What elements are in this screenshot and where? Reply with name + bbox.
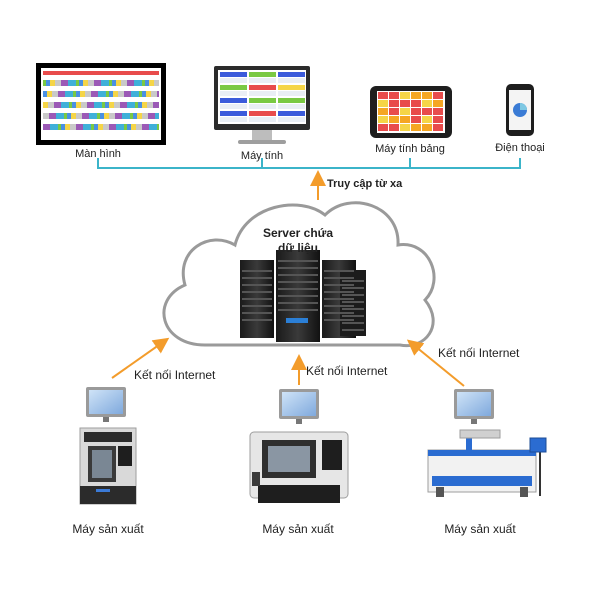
connection-label-center: Kết nối Internet xyxy=(306,364,388,378)
device-bus-line xyxy=(97,158,521,169)
device-label-display: Màn hình xyxy=(75,148,121,160)
cnc-machine-icon xyxy=(79,427,137,505)
terminal-monitor-icon xyxy=(454,389,494,424)
laser-cutter-icon xyxy=(427,429,547,497)
connection-label-right: Kết nối Internet xyxy=(438,346,520,360)
machine-label-left: Máy sản xuất xyxy=(72,522,144,536)
connection-arrow-right xyxy=(406,339,465,387)
server-label: Server chứa dữ liệu xyxy=(238,226,358,256)
device-label-tablet: Máy tính bảng xyxy=(375,143,445,155)
server-label-line2: dữ liệu xyxy=(277,241,319,255)
tablet-icon xyxy=(370,86,452,138)
connection-label-left: Kết nối Internet xyxy=(134,368,216,382)
phone-icon xyxy=(506,84,534,136)
terminal-monitor-icon xyxy=(86,387,126,422)
machine-label-center: Máy sản xuất xyxy=(262,522,334,536)
connection-arrow-left xyxy=(111,337,170,379)
remote-access-label: Truy cập từ xa xyxy=(327,178,403,190)
terminal-monitor-icon xyxy=(279,389,319,424)
desktop-computer-icon xyxy=(214,66,310,144)
device-label-computer: Máy tính xyxy=(240,150,284,162)
large-display-icon xyxy=(36,63,166,145)
server-label-line1: Server chứa xyxy=(262,226,334,240)
device-label-phone: Điện thoại xyxy=(495,142,545,154)
cnc-lathe-icon xyxy=(249,431,349,503)
machine-label-right: Máy sản xuất xyxy=(444,522,516,536)
server-rack-icon xyxy=(240,250,366,342)
